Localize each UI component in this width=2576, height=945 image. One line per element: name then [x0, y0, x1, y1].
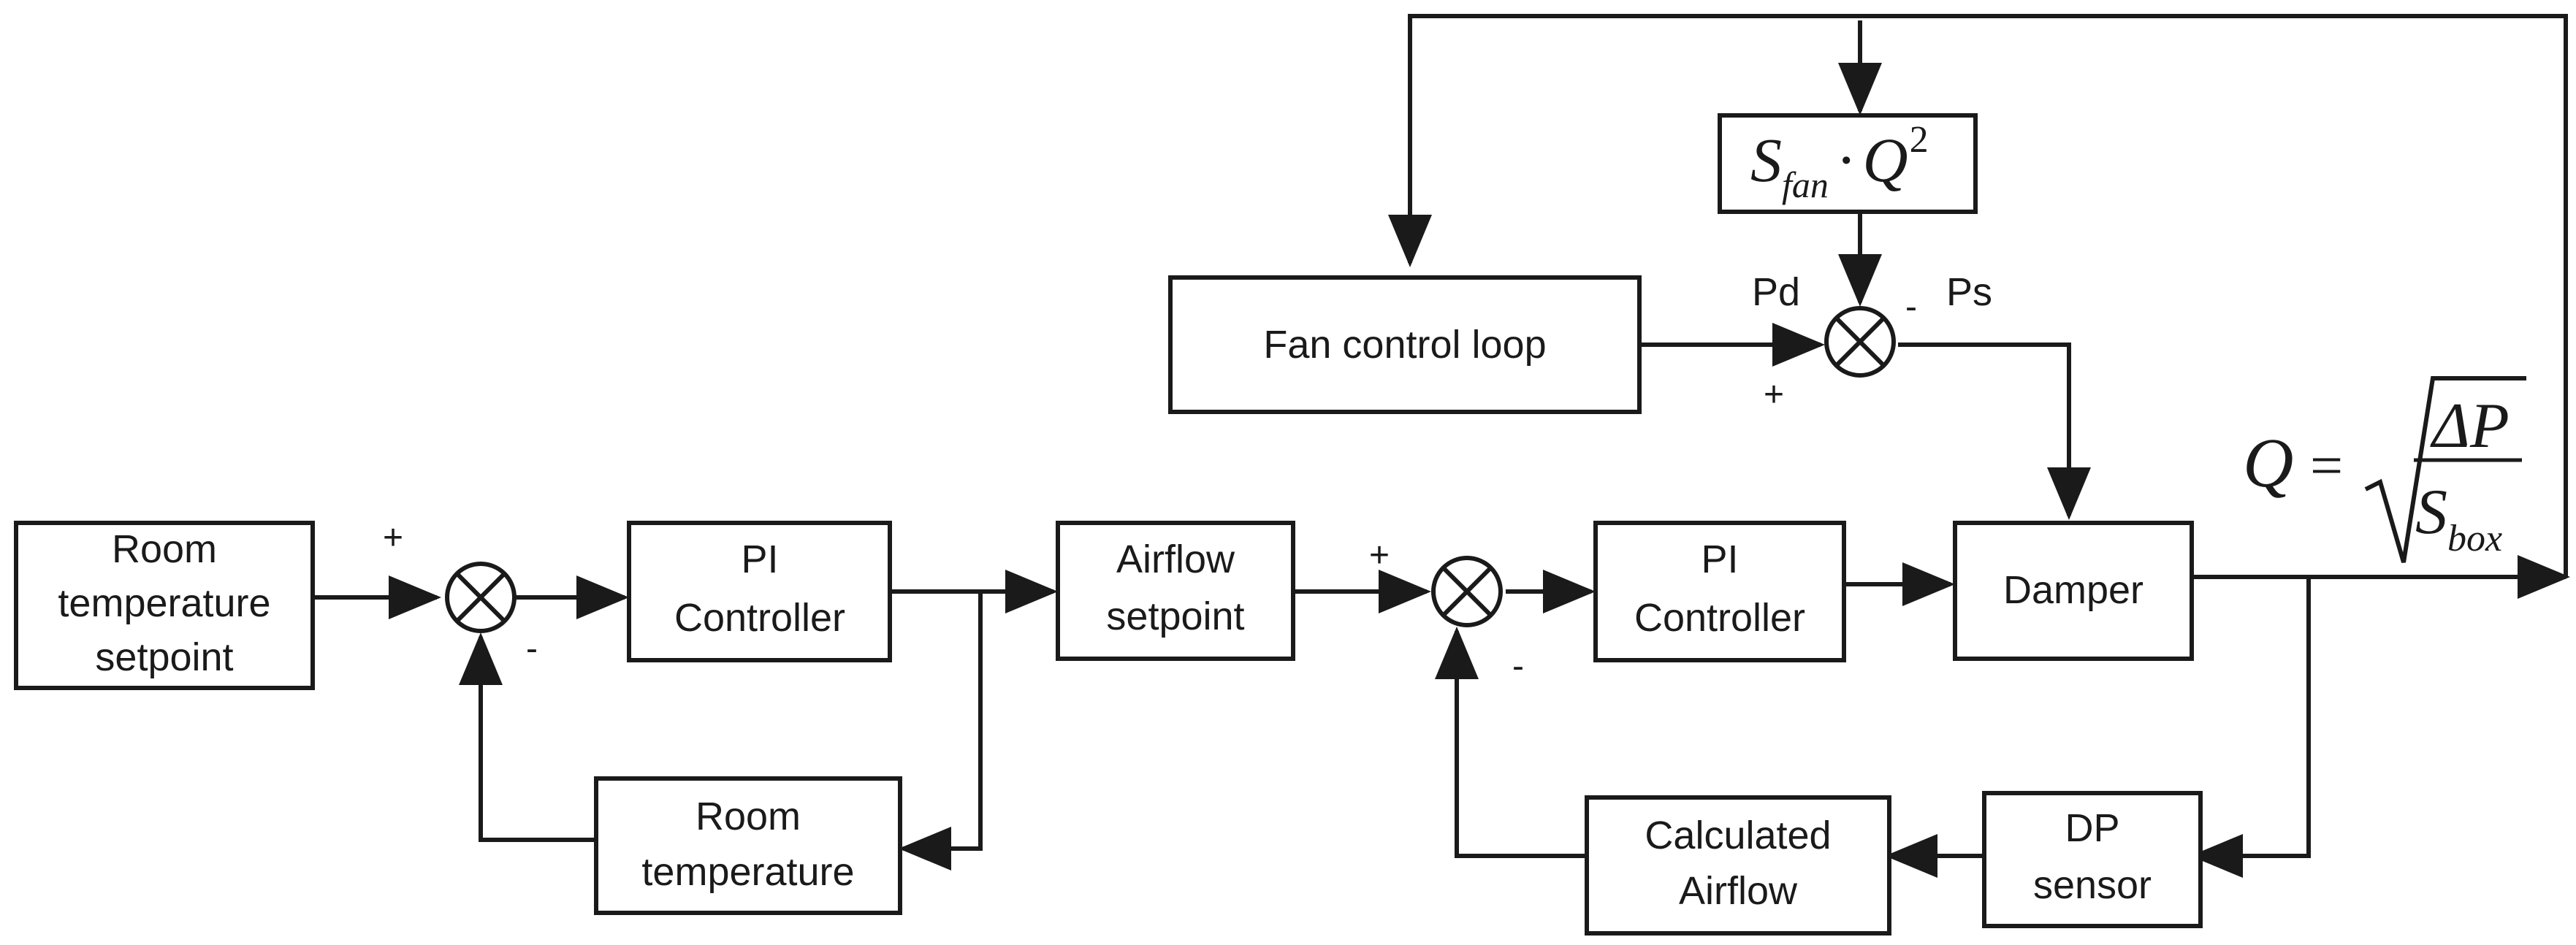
- block-airflow-setpoint: Airflow setpoint: [1056, 521, 1295, 661]
- wire-top-feedback-loop: [1388, 14, 2568, 577]
- wire-sum3-to-damper: [1898, 343, 2091, 520]
- block-damper: Damper: [1953, 521, 2194, 661]
- minus-sign: -: [526, 630, 538, 668]
- plus-sign: +: [383, 519, 403, 557]
- flow-equation: Q = ΔP Sbox: [2243, 376, 2526, 563]
- wire-branch-to-room-temperature: [899, 592, 983, 871]
- minus-sign: -: [1905, 288, 1917, 326]
- block-room-temperature: Room temperature: [594, 776, 902, 915]
- block-fan-formula: Sfan·Q2: [1718, 113, 1978, 214]
- radical-sign: [2364, 376, 2526, 563]
- equation-equals: =: [2310, 434, 2343, 498]
- block-label-line: sensor: [2033, 863, 2152, 907]
- block-label-line: setpoint: [95, 635, 233, 679]
- block-label-line: DP: [2065, 806, 2119, 850]
- block-label-line: Airflow: [1116, 537, 1235, 581]
- block-label-line: PI: [741, 537, 778, 581]
- block-label-line: Room: [696, 795, 801, 838]
- block-label-line: Controller: [1634, 596, 1805, 640]
- block-label-line: temperature: [58, 581, 270, 625]
- plus-sign: +: [1764, 375, 1784, 414]
- equation-denominator: Sbox: [2415, 477, 2502, 559]
- wire-branch-to-dp-sensor: [2190, 577, 2311, 878]
- junction-signs: + - + - + -: [383, 288, 1917, 686]
- signal-label-ps: Ps: [1946, 270, 1992, 314]
- block-dp-sensor: DP sensor: [1982, 791, 2203, 928]
- block-room-temp-setpoint: Room temperature setpoint: [14, 521, 315, 690]
- equation-numerator: ΔP: [2430, 391, 2509, 462]
- signal-label-pd: Pd: [1752, 270, 1800, 314]
- summing-junction-2: [1431, 556, 1503, 627]
- block-label-line: Room: [112, 527, 217, 571]
- block-label-line: setpoint: [1106, 594, 1244, 638]
- block-calculated-airflow: Calculated Airflow: [1585, 795, 1891, 936]
- wire-calculated-airflow-feedback: [1435, 627, 1587, 858]
- block-pi-controller-2: PI Controller: [1593, 521, 1846, 662]
- block-label-line: Damper: [2003, 568, 2144, 612]
- wire-room-temperature-feedback: [459, 632, 596, 842]
- block-label-line: Controller: [674, 596, 845, 640]
- fan-formula-text: Sfan·Q2: [1750, 119, 1929, 205]
- minus-sign: -: [1512, 647, 1524, 686]
- summing-junction-1: [445, 562, 517, 633]
- block-pi-controller-1: PI Controller: [627, 521, 892, 662]
- block-label-line: Calculated: [1645, 814, 1831, 857]
- block-label-line: Fan control loop: [1263, 323, 1546, 367]
- block-label-line: temperature: [641, 850, 854, 894]
- equation-lhs: Q: [2243, 424, 2293, 502]
- block-fan-control-loop: Fan control loop: [1168, 275, 1642, 414]
- block-label-line: PI: [1701, 537, 1738, 581]
- summing-junction-3: [1824, 306, 1896, 378]
- block-label-line: Airflow: [1679, 869, 1798, 913]
- plus-sign: +: [1369, 536, 1390, 575]
- signal-wires: [313, 14, 2570, 878]
